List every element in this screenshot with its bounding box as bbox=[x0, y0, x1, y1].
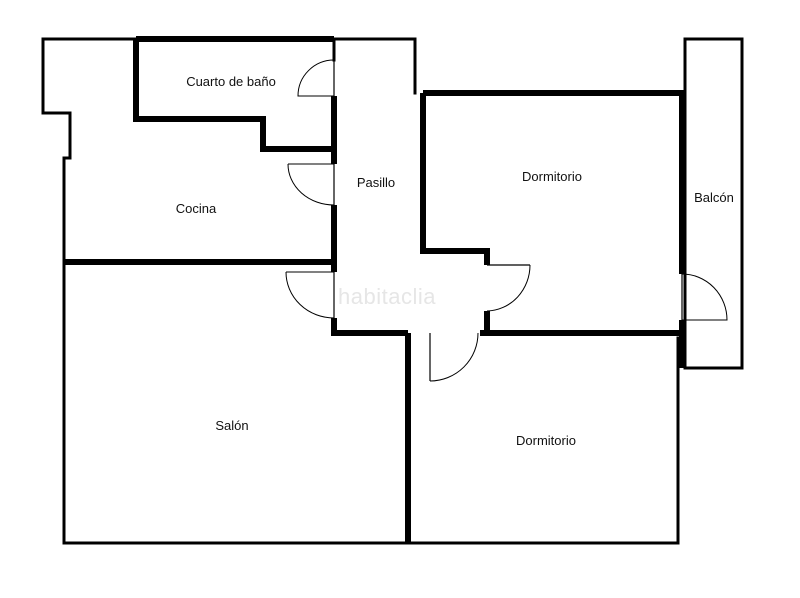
door-salon bbox=[285, 271, 335, 319]
door-kitchen bbox=[287, 163, 335, 206]
door-balcony bbox=[681, 273, 728, 321]
watermark-text: habitaclia bbox=[338, 284, 436, 309]
door-bedroom-lower bbox=[429, 332, 479, 382]
label-bedroom-lower: Dormitorio bbox=[516, 433, 576, 448]
label-bedroom-upper: Dormitorio bbox=[522, 169, 582, 184]
label-kitchen: Cocina bbox=[176, 201, 217, 216]
wall-hall-bottom-left bbox=[331, 318, 408, 336]
door-bedroom-upper-arc bbox=[486, 264, 531, 312]
label-living-room: Salón bbox=[215, 418, 248, 433]
interior-walls bbox=[64, 36, 685, 543]
door-bathroom bbox=[297, 59, 335, 97]
door-bedroom-upper bbox=[486, 264, 531, 312]
door-salon-arc bbox=[285, 271, 335, 319]
door-bathroom-arc bbox=[297, 59, 335, 97]
wall-bottom bbox=[62, 336, 680, 545]
label-balcony: Balcón bbox=[694, 190, 734, 205]
wall-bedroom-left bbox=[420, 93, 490, 265]
wall-bathroom-bottom bbox=[133, 39, 334, 152]
door-balcony-arc bbox=[681, 273, 728, 321]
door-bedroom-lower-arc bbox=[429, 332, 479, 382]
wall-left bbox=[41, 37, 72, 545]
label-hallway: Pasillo bbox=[357, 175, 395, 190]
label-bathroom: Cuarto de baño bbox=[186, 74, 276, 89]
door-kitchen-arc bbox=[287, 163, 335, 206]
